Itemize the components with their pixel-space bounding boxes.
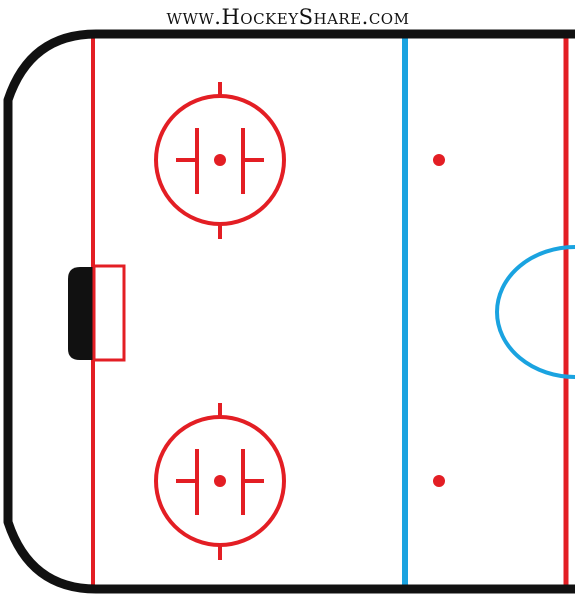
faceoff-circle-top — [154, 82, 286, 239]
boards — [3, 29, 575, 594]
goal-net — [68, 267, 94, 360]
faceoff-dot — [214, 475, 226, 487]
neutral-zone-dot-bottom — [433, 475, 445, 487]
watermark: www.HockeyShare.com — [0, 2, 575, 30]
faceoff-dot — [214, 154, 226, 166]
watermark-text: www.HockeyShare.com — [167, 5, 410, 29]
center-circle — [495, 245, 575, 379]
faceoff-circle-bottom — [154, 403, 286, 560]
neutral-zone-dot-top — [433, 154, 445, 166]
goal-crease — [92, 264, 126, 362]
